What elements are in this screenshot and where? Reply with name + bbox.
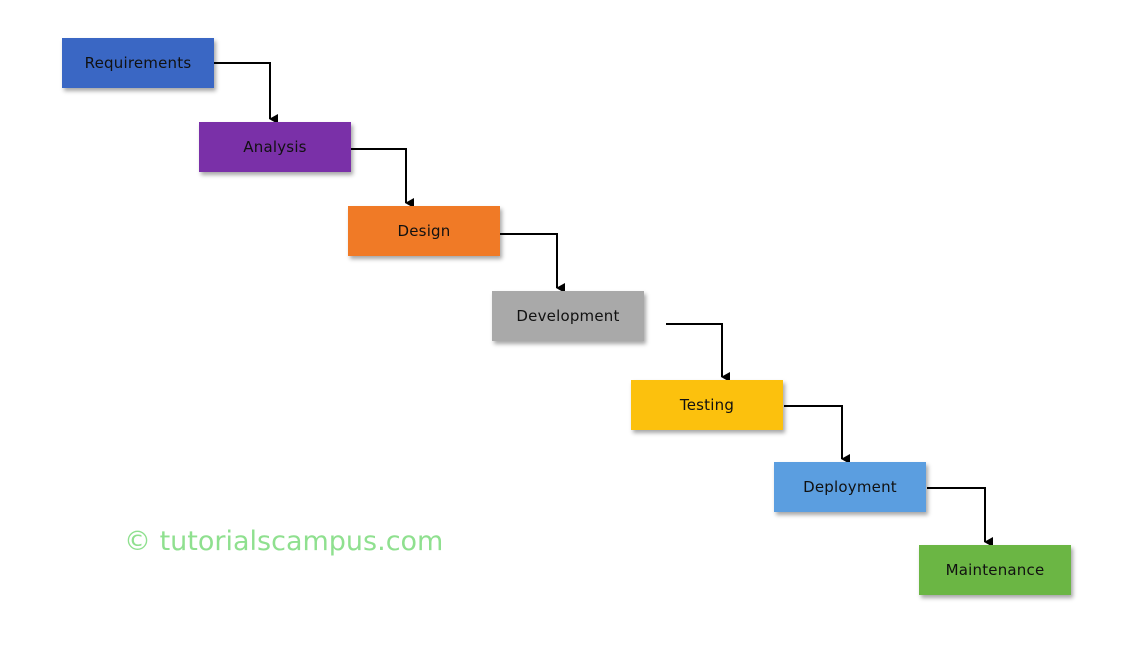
- step-testing: Testing: [631, 380, 783, 430]
- step-development: Development: [492, 291, 644, 341]
- connector-arrow: [500, 233, 565, 293]
- watermark-text: © tutorialscampus.com: [124, 526, 444, 557]
- connector-arrow: [666, 323, 730, 382]
- connector-arrow: [351, 148, 414, 208]
- step-analysis: Analysis: [199, 122, 351, 172]
- connector-arrow: [927, 487, 993, 547]
- step-design: Design: [348, 206, 500, 256]
- connector-arrow: [214, 62, 278, 124]
- connector-arrow: [784, 405, 850, 464]
- step-deployment: Deployment: [774, 462, 926, 512]
- step-maintenance: Maintenance: [919, 545, 1071, 595]
- step-requirements: Requirements: [62, 38, 214, 88]
